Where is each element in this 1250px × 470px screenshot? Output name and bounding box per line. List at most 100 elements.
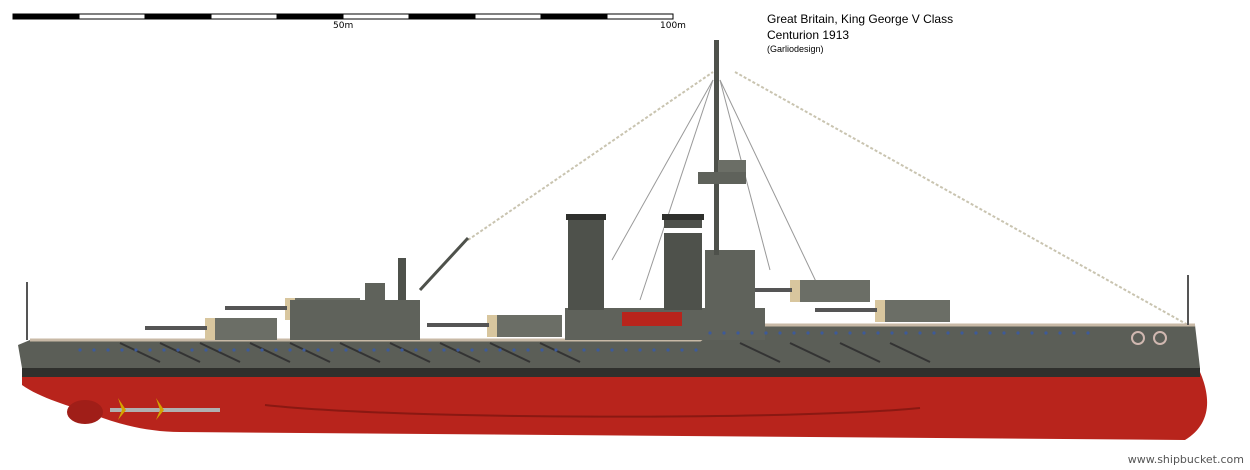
- porthole: [918, 331, 922, 335]
- porthole: [470, 348, 474, 352]
- secondary-gun: [249, 342, 291, 363]
- porthole: [106, 348, 110, 352]
- main-turret: [487, 315, 562, 337]
- secondary-gun: [439, 342, 481, 363]
- boot-top: [22, 368, 1200, 377]
- porthole: [988, 331, 992, 335]
- casemate-guns: [119, 342, 931, 363]
- porthole: [442, 348, 446, 352]
- secondary-gun: [489, 342, 531, 363]
- porthole: [428, 348, 432, 352]
- porthole: [596, 348, 600, 352]
- aft-superstructure: [290, 300, 420, 340]
- main-gun-barrel: [427, 323, 489, 327]
- porthole: [666, 348, 670, 352]
- fore-funnel-cap: [662, 214, 704, 220]
- turret-face: [790, 280, 800, 302]
- propeller-shaft: [110, 408, 220, 412]
- porthole: [120, 348, 124, 352]
- porthole: [302, 348, 306, 352]
- porthole: [358, 348, 362, 352]
- ship-name-title: Centurion 1913: [767, 28, 850, 42]
- secondary-gun: [889, 342, 931, 363]
- porthole: [526, 348, 530, 352]
- porthole: [708, 331, 712, 335]
- porthole: [974, 331, 978, 335]
- porthole: [960, 331, 964, 335]
- propeller-2: [156, 398, 164, 420]
- porthole: [78, 348, 82, 352]
- porthole: [890, 331, 894, 335]
- porthole: [1016, 331, 1020, 335]
- porthole: [624, 348, 628, 352]
- porthole: [820, 331, 824, 335]
- designer-credit: (Garliodesign): [767, 44, 824, 54]
- secondary-gun: [789, 342, 831, 363]
- porthole: [162, 348, 166, 352]
- title-block: Great Britain, King George V Class Centu…: [767, 11, 953, 55]
- secondary-gun: [389, 342, 431, 363]
- scale-bar: [12, 13, 674, 20]
- porthole: [134, 348, 138, 352]
- porthole: [862, 331, 866, 335]
- porthole: [1044, 331, 1048, 335]
- portholes: [78, 331, 1090, 352]
- scale-label-50m: 50m: [333, 21, 354, 31]
- main-gun-barrel: [145, 326, 207, 330]
- main-turret: [875, 300, 950, 322]
- bilge-keel: [264, 404, 921, 418]
- main-gun-barrel: [225, 306, 287, 310]
- porthole: [694, 348, 698, 352]
- aft-funnel-cap: [566, 214, 606, 220]
- porthole: [190, 348, 194, 352]
- porthole: [176, 348, 180, 352]
- porthole: [288, 348, 292, 352]
- scale-label-100m: 100m: [660, 21, 686, 31]
- porthole: [540, 348, 544, 352]
- porthole: [680, 348, 684, 352]
- main-mast: [714, 40, 719, 255]
- porthole: [582, 348, 586, 352]
- porthole: [232, 348, 236, 352]
- propeller-boss: [67, 400, 103, 424]
- secondary-gun: [739, 342, 781, 363]
- porthole: [148, 348, 152, 352]
- main-turret: [205, 318, 277, 340]
- porthole: [1002, 331, 1006, 335]
- secondary-gun: [159, 342, 201, 363]
- porthole: [848, 331, 852, 335]
- porthole: [498, 348, 502, 352]
- porthole: [638, 348, 642, 352]
- porthole: [274, 348, 278, 352]
- scale-segment: [606, 13, 674, 20]
- porthole: [204, 348, 208, 352]
- hawse-pipe: [1131, 331, 1145, 345]
- source-credit: www.shipbucket.com: [1127, 453, 1244, 466]
- porthole: [1058, 331, 1062, 335]
- porthole: [316, 348, 320, 352]
- main-gun-barrel: [730, 288, 792, 292]
- porthole: [610, 348, 614, 352]
- crane-jib: [418, 236, 470, 292]
- spotting-top-cabin: [718, 160, 746, 172]
- porthole: [344, 348, 348, 352]
- aft-funnel: [568, 215, 604, 310]
- hawse-pipe-2: [1153, 331, 1167, 345]
- porthole: [92, 348, 96, 352]
- aft-tower: [365, 283, 385, 303]
- porthole: [834, 331, 838, 335]
- turret-face: [487, 315, 497, 337]
- secondary-gun: [339, 342, 381, 363]
- porthole: [778, 331, 782, 335]
- turret-face: [205, 318, 215, 340]
- porthole: [456, 348, 460, 352]
- porthole: [876, 331, 880, 335]
- main-turret: [790, 280, 870, 302]
- porthole: [764, 331, 768, 335]
- main-gun-barrel: [815, 308, 877, 312]
- porthole: [932, 331, 936, 335]
- secondary-gun: [119, 342, 161, 363]
- porthole: [218, 348, 222, 352]
- porthole: [806, 331, 810, 335]
- turret-face: [875, 300, 885, 322]
